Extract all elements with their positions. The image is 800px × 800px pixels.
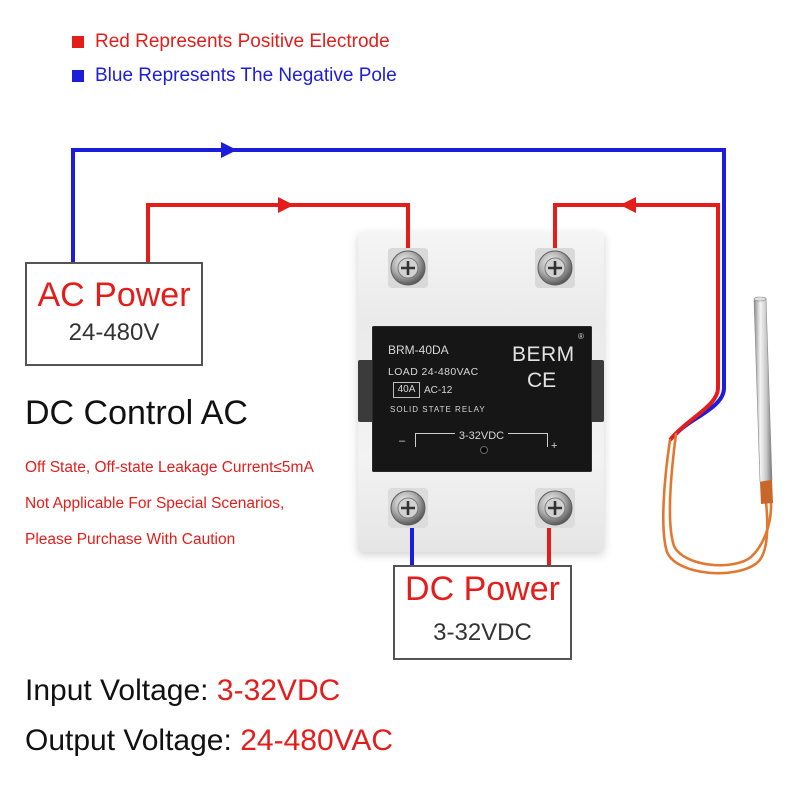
output-voltage-value: 24-480VAC bbox=[240, 724, 394, 757]
heater-lead-wire bbox=[661, 438, 769, 575]
relay-side-tab-right bbox=[590, 360, 604, 422]
input-voltage-spec: Input Voltage:3-32VDC bbox=[25, 673, 340, 709]
ce-mark: CE bbox=[527, 369, 557, 392]
solid-state-relay: BRM-40DA LOAD 24-480VAC 40A AC-12 SOLID … bbox=[358, 232, 604, 552]
heater-sleeve bbox=[760, 480, 773, 504]
relay-side-tab-left bbox=[358, 360, 372, 422]
heater-lead-wire bbox=[668, 432, 773, 567]
ac-power-voltage: 24-480V bbox=[68, 319, 160, 346]
dc-power-box: DC Power 3-32VDC bbox=[393, 565, 572, 660]
note-leakage-current: Off State, Off-state Leakage Current≤5mA bbox=[25, 459, 314, 476]
relay-plus-sign: + bbox=[551, 440, 558, 452]
output-voltage-spec: Output Voltage:24-480VAC bbox=[25, 723, 393, 759]
dc-power-title: DC Power bbox=[405, 570, 560, 608]
relay-current-rating: 40A bbox=[393, 382, 420, 398]
arrow-left-icon bbox=[620, 197, 636, 213]
blue-square-icon bbox=[72, 70, 84, 82]
relay-input-range: 3-32VDC bbox=[454, 429, 509, 443]
relay-model: BRM-40DA bbox=[388, 343, 449, 357]
ac-power-title: AC Power bbox=[37, 276, 191, 314]
relay-minus-sign: – bbox=[399, 435, 406, 447]
ac-power-box: AC Power 24-480V bbox=[25, 262, 203, 366]
red-square-icon bbox=[72, 36, 84, 48]
input-voltage-label: Input Voltage: bbox=[25, 674, 209, 707]
relay-type: SOLID STATE RELAY bbox=[390, 405, 486, 414]
relay-label-panel: BRM-40DA LOAD 24-480VAC 40A AC-12 SOLID … bbox=[372, 326, 592, 472]
note-caution: Please Purchase With Caution bbox=[25, 531, 236, 548]
relay-input-range-wrap: 3-32VDC bbox=[415, 426, 548, 443]
legend-positive-label: Red Represents Positive Electrode bbox=[95, 31, 390, 52]
output-voltage-label: Output Voltage: bbox=[25, 724, 232, 757]
status-led-icon bbox=[480, 446, 488, 454]
registered-mark: ® bbox=[578, 332, 584, 341]
heater-rod-cap bbox=[753, 296, 767, 302]
relay-brand-logo: BERM bbox=[512, 343, 575, 366]
relay-load-rating: LOAD 24-480VAC bbox=[388, 366, 479, 378]
control-heading: DC Control AC bbox=[25, 394, 248, 432]
dc-power-voltage: 3-32VDC bbox=[433, 619, 532, 646]
heater-rod bbox=[753, 297, 773, 483]
input-voltage-value: 3-32VDC bbox=[216, 674, 341, 707]
note-special-scenarios: Not Applicable For Special Scenarios, bbox=[25, 495, 285, 512]
arrow-right-icon bbox=[278, 197, 294, 213]
relay-utilization-category: AC-12 bbox=[424, 385, 453, 396]
legend-negative-label: Blue Represents The Negative Pole bbox=[95, 65, 397, 86]
arrow-right-icon bbox=[221, 142, 237, 158]
heating-element-icon bbox=[661, 296, 773, 575]
legend-positive: Red Represents Positive Electrode bbox=[72, 31, 390, 53]
legend-negative: Blue Represents The Negative Pole bbox=[72, 65, 397, 87]
